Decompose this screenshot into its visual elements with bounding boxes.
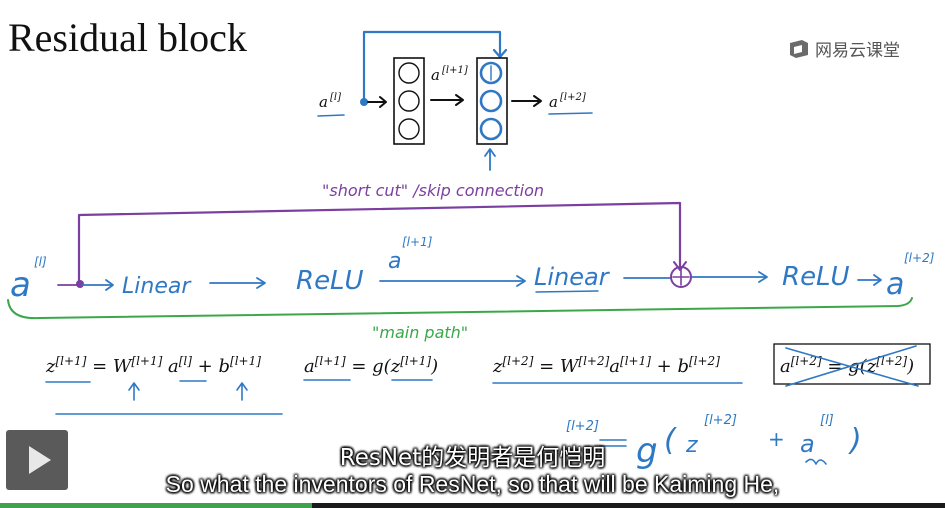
svg-text:[l+2]: [l+2] [704, 413, 737, 428]
play-icon [29, 446, 51, 474]
main-path-note: "main path" [372, 323, 468, 342]
svg-text:a: a [800, 430, 815, 458]
svg-text:[l+2]: [l+2] [904, 251, 935, 265]
svg-text:z[l+2] = W[l+2]a[l+1] + b[l+2]: z[l+2] = W[l+2]a[l+1] + b[l+2] [492, 354, 720, 377]
svg-text:ReLU: ReLU [782, 262, 850, 292]
skip-connection-note: "short cut" /skip connection [322, 181, 544, 200]
brand-logo-icon [790, 39, 808, 58]
svg-text:[l+1]: [l+1] [402, 235, 433, 249]
video-progress-fill [0, 503, 312, 508]
svg-text:Linear: Linear [122, 274, 192, 299]
svg-text:[l+2]: [l+2] [566, 419, 599, 434]
svg-text:[l]: [l] [820, 413, 834, 428]
svg-text:+: + [768, 427, 785, 451]
svg-text:(: ( [664, 423, 677, 458]
svg-text:z: z [685, 433, 698, 458]
video-progress-bar[interactable] [0, 503, 945, 508]
svg-text:a: a [549, 93, 558, 111]
svg-text:a: a [388, 249, 401, 274]
equations: z[l+1] = W[l+1] a[l] + b[l+1] a[l+1] = g… [45, 343, 931, 415]
svg-text:a: a [886, 267, 904, 302]
svg-text:a[l+1] = g(z[l+1]): a[l+1] = g(z[l+1]) [304, 354, 438, 377]
brand-name: 网易云课堂 [815, 41, 900, 61]
svg-text:[l+2]: [l+2] [560, 92, 586, 103]
slide-title: Residual block [8, 15, 247, 60]
top-network-diagram: a [l] a [l+1] a [l+2] [317, 30, 593, 171]
svg-text:a: a [431, 66, 440, 84]
svg-text:Linear: Linear [534, 263, 611, 291]
svg-text:a: a [319, 93, 328, 111]
subtitle-english: So what the inventors of ResNet, so that… [165, 471, 780, 497]
svg-text:g: g [636, 431, 658, 471]
svg-text:ReLU: ReLU [296, 266, 364, 296]
svg-text:[l+1]: [l+1] [442, 65, 468, 76]
play-button[interactable] [6, 430, 68, 490]
handwritten-equation: [l+2] g ( z [l+2] + a [l] ) [566, 413, 862, 471]
svg-text:a: a [10, 265, 31, 305]
main-path-diagram: a [l] Linear ReLU a [l+1] Linear ReLU a … [7, 201, 935, 342]
svg-text:[l]: [l] [330, 92, 341, 103]
brand-watermark: 网易云课堂 [788, 36, 900, 61]
svg-text:[l]: [l] [34, 255, 47, 269]
svg-text:z[l+1] = W[l+1] a[l] + b[l+1]: z[l+1] = W[l+1] a[l] + b[l+1] [45, 354, 261, 377]
svg-text:): ) [848, 423, 862, 458]
subtitle-chinese: ResNet的发明者是何恺明 [339, 445, 606, 471]
